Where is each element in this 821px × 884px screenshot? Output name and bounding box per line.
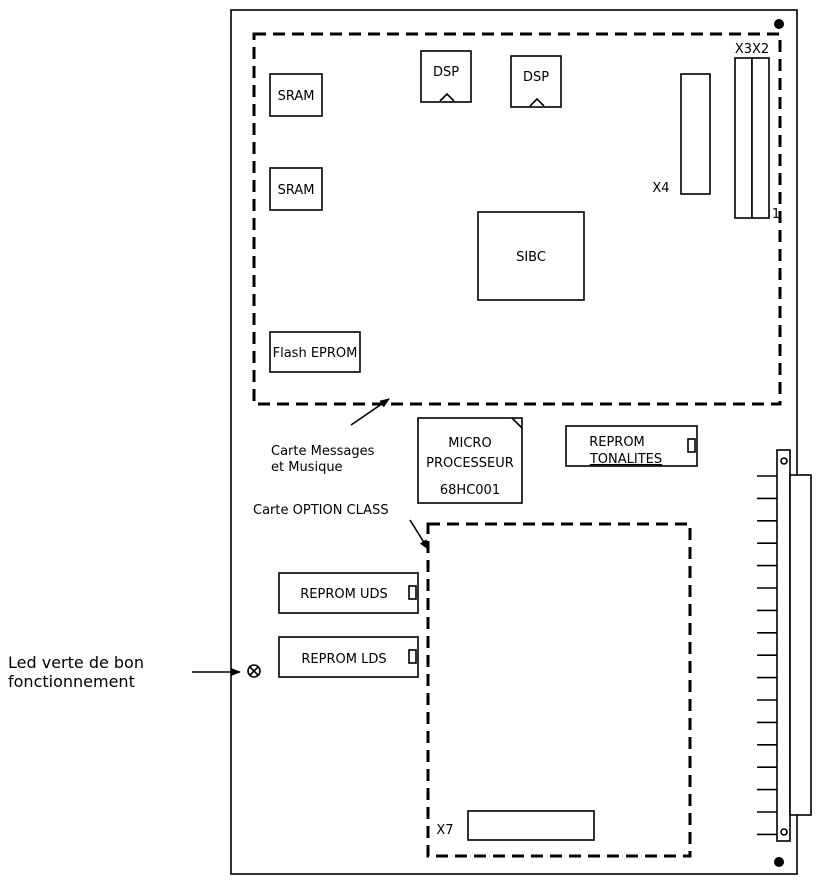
board-outline [230,9,798,875]
carte-option-label: Carte OPTION CLASS [253,503,389,518]
dsp-1-label: DSP [433,65,459,80]
mounting-hole-bottom [774,857,784,867]
flash-eprom-chip: Flash EPROM [269,331,361,373]
connector-x3x2: X3X2 1 [734,42,780,222]
sram-1-label: SRAM [278,89,315,104]
dsp-2-label: DSP [523,70,549,85]
sram-chip-2: SRAM [269,167,323,211]
reprom-uds-label: REPROM UDS [300,587,387,602]
sram-chip-1: SRAM [269,73,323,117]
mounting-hole-top [774,19,784,29]
carte-messages-line1: Carte Messages [271,444,375,459]
sram-2-label: SRAM [278,183,315,198]
led-line2: fonctionnement [8,672,135,691]
edge-connector [757,449,812,842]
led-annotation: Led verte de bon fonctionnement [8,653,241,691]
micro-line1: MICRO [448,436,491,451]
reprom-tonal-line1: REPROM [589,435,645,450]
carte-messages-line2: et Musique [271,460,343,475]
carte-option-annotation: Carte OPTION CLASS [253,503,429,550]
reprom-tonal-line2: TONALITES [589,452,662,467]
carte-option-region [426,522,692,858]
carte-messages-annotation: Carte Messages et Musique [271,398,390,475]
led-icon [247,664,261,678]
microprocessor-chip: MICRO PROCESSEUR 68HC001 [417,417,523,504]
sibc-chip: SIBC [477,211,585,301]
carte-messages-region [252,32,782,406]
reprom-lds-label: REPROM LDS [301,652,386,667]
x4-label: X4 [652,181,669,196]
dsp-chip-2: DSP [510,55,562,108]
led-line1: Led verte de bon [8,653,144,672]
dsp-chip-1: DSP [420,50,472,103]
micro-line2: PROCESSEUR [426,456,514,471]
x7-label: X7 [436,823,453,838]
reprom-tonalites-chip: REPROM TONALITES [565,425,698,467]
reprom-lds-chip: REPROM LDS [278,636,419,678]
pin-1-label: 1 [772,207,780,222]
reprom-uds-chip: REPROM UDS [278,572,419,614]
sibc-label: SIBC [516,250,546,265]
connector-x4: X4 [652,73,711,196]
micro-line3: 68HC001 [440,483,500,498]
connector-x7: X7 [436,810,595,841]
x3x2-label: X3X2 [735,42,769,57]
flash-eprom-label: Flash EPROM [273,346,358,361]
edge-connector-pins [757,475,777,836]
